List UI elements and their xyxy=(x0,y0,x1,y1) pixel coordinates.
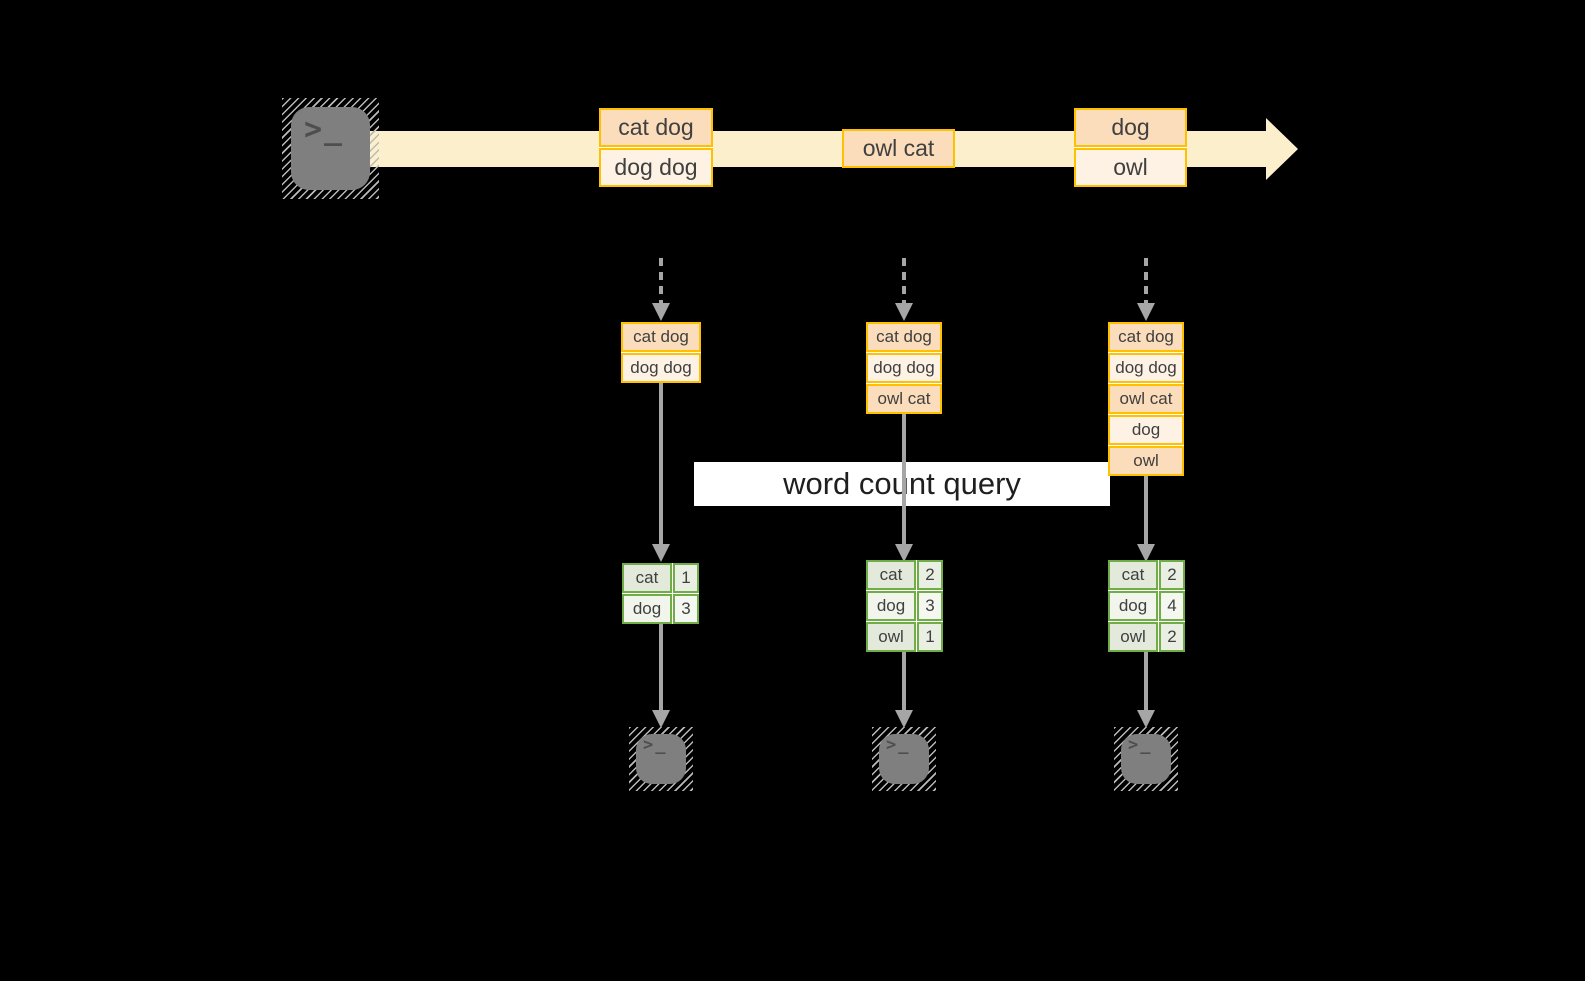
arrow-head-icon xyxy=(1137,303,1155,321)
result-count-cell: 2 xyxy=(917,560,943,590)
arrow-head-icon xyxy=(1137,544,1155,562)
terminal-screen xyxy=(636,734,686,784)
result-word-cell: cat xyxy=(1108,560,1158,590)
terminal-prompt-glyph: >_ xyxy=(643,735,668,755)
result-word-cell: dog xyxy=(1108,591,1158,621)
result-word-cell: cat xyxy=(622,563,672,593)
sink-terminal-icon: >_ xyxy=(1114,727,1178,791)
result-word-cell: owl xyxy=(866,622,916,652)
result-word-cell: dog xyxy=(622,594,672,624)
terminal-screen xyxy=(879,734,929,784)
dashed-arrow-shaft xyxy=(659,258,663,304)
dashed-arrow-shaft xyxy=(1144,258,1148,304)
arrow-head-icon xyxy=(1137,710,1155,728)
result-count-cell: 1 xyxy=(917,622,943,652)
input-table-row: owl cat xyxy=(866,384,942,414)
stream-record: dog owl xyxy=(1074,108,1187,187)
result-count-cell: 3 xyxy=(917,591,943,621)
stream-record-line: cat dog xyxy=(599,108,713,147)
stream-record-line: dog xyxy=(1074,108,1187,147)
result-table: cat 2 dog 4 owl 2 xyxy=(1108,560,1185,652)
result-count-cell: 2 xyxy=(1159,560,1185,590)
connector-arrow-shaft xyxy=(1144,652,1148,711)
result-count-cell: 2 xyxy=(1159,622,1185,652)
result-table: cat 1 dog 3 xyxy=(622,563,699,624)
stream-record-line: owl cat xyxy=(842,129,955,168)
stream-record-line: dog dog xyxy=(599,148,713,187)
input-table-row: owl cat xyxy=(1108,384,1184,414)
arrow-head-icon xyxy=(895,544,913,562)
stream-arrowhead-icon xyxy=(1266,118,1298,180)
terminal-prompt-glyph: >_ xyxy=(304,112,345,147)
input-table-row: dog xyxy=(1108,415,1184,445)
result-count-cell: 4 xyxy=(1159,591,1185,621)
input-table: cat dog dog dog owl cat dog owl xyxy=(1108,322,1184,476)
connector-arrow-shaft xyxy=(902,652,906,711)
arrow-head-icon xyxy=(652,303,670,321)
input-table-row: owl xyxy=(1108,446,1184,476)
input-table-row: dog dog xyxy=(1108,353,1184,383)
input-table-row: cat dog xyxy=(621,322,701,352)
connector-arrow-shaft xyxy=(1144,476,1148,545)
arrow-head-icon xyxy=(652,710,670,728)
terminal-prompt-glyph: >_ xyxy=(886,735,911,755)
input-table-row: cat dog xyxy=(866,322,942,352)
sink-terminal-icon: >_ xyxy=(872,727,936,791)
result-table: cat 2 dog 3 owl 1 xyxy=(866,560,943,652)
stream-record-line: owl xyxy=(1074,148,1187,187)
result-word-cell: dog xyxy=(866,591,916,621)
result-word-cell: cat xyxy=(866,560,916,590)
input-table-row: cat dog xyxy=(1108,322,1184,352)
arrow-head-icon xyxy=(652,544,670,562)
input-table-row: dog dog xyxy=(866,353,942,383)
result-word-cell: owl xyxy=(1108,622,1158,652)
sink-terminal-icon: >_ xyxy=(629,727,693,791)
connector-arrow-shaft xyxy=(659,624,663,711)
arrow-head-icon xyxy=(895,303,913,321)
connector-arrow-shaft xyxy=(902,414,906,545)
result-count-cell: 1 xyxy=(673,563,699,593)
source-terminal-icon: >_ xyxy=(282,98,379,199)
input-table-row: dog dog xyxy=(621,353,701,383)
dashed-arrow-shaft xyxy=(902,258,906,304)
stream-record: cat dog dog dog xyxy=(599,108,713,187)
stream-record: owl cat xyxy=(842,129,955,168)
terminal-screen xyxy=(1121,734,1171,784)
terminal-screen xyxy=(291,107,370,190)
input-table: cat dog dog dog owl cat xyxy=(866,322,942,414)
arrow-head-icon xyxy=(895,710,913,728)
result-count-cell: 3 xyxy=(673,594,699,624)
connector-arrow-shaft xyxy=(659,383,663,545)
terminal-prompt-glyph: >_ xyxy=(1128,735,1153,755)
input-table: cat dog dog dog xyxy=(621,322,701,383)
